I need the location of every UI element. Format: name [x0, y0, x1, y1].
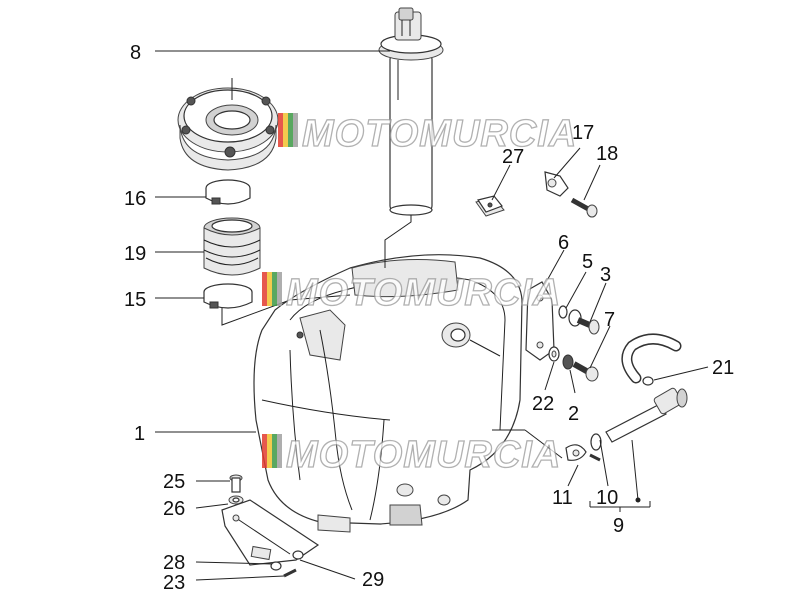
callout-26: 26 [163, 498, 185, 520]
washer-28 [270, 561, 282, 571]
callout-16: 16 [124, 188, 146, 210]
clamp-16 [205, 179, 251, 205]
hose-21 [621, 333, 682, 386]
callout-6: 6 [558, 232, 569, 254]
watermark-bottom: MOTOMURCIA [262, 433, 561, 477]
clip-11 [565, 444, 601, 462]
screw-23 [283, 568, 297, 578]
washer-2 [562, 354, 574, 370]
callout-11: 11 [552, 487, 573, 509]
leader-neck-to-tank [221, 294, 351, 326]
leader-lines [155, 50, 709, 581]
callout-labels: 8 16 19 15 1 27 17 18 6 5 3 7 22 2 21 11… [124, 42, 734, 594]
callout-28: 28 [163, 552, 185, 574]
callout-7: 7 [604, 309, 615, 331]
callout-23: 23 [163, 572, 185, 594]
callout-8: 8 [130, 42, 141, 64]
callout-3: 3 [600, 264, 611, 286]
watermark-text: MOTOMURCIA [302, 113, 577, 155]
callout-1: 1 [134, 423, 145, 445]
drain-pipe-9 [605, 387, 688, 443]
callout-18: 18 [596, 143, 618, 165]
nut-29 [292, 550, 304, 560]
callout-29: 29 [362, 569, 384, 591]
screw-25 [229, 474, 243, 493]
fuel-tank [253, 254, 523, 533]
callout-22: 22 [532, 393, 554, 415]
rubber-sleeve-19 [203, 217, 261, 276]
watermark-text: MOTOMURCIA [286, 272, 561, 314]
watermark-top: MOTOMURCIA [278, 112, 577, 156]
callout-17: 17 [572, 122, 594, 144]
callout-19: 19 [124, 243, 146, 265]
leader-tube-to-tank [384, 215, 412, 268]
callout-9: 9 [613, 515, 624, 537]
watermark-text: MOTOMURCIA [286, 434, 561, 476]
callout-2: 2 [568, 403, 579, 425]
callout-5: 5 [582, 251, 593, 273]
filler-neck-assembly [177, 78, 279, 171]
washer-26 [228, 495, 244, 505]
callout-27: 27 [502, 146, 524, 168]
lower-bracket-plate [221, 499, 320, 566]
callout-10: 10 [596, 487, 618, 509]
bolt-3 [576, 317, 600, 335]
o-ring-10 [590, 433, 602, 451]
fuel-level-sender [378, 7, 444, 216]
callout-25: 25 [163, 471, 185, 493]
screw-18 [570, 197, 598, 218]
bolt-7 [572, 361, 599, 382]
clip-nut-27 [475, 195, 505, 217]
leader-boss-to-bracket [469, 339, 501, 357]
clip-17 [544, 171, 569, 197]
washer-22 [548, 346, 560, 362]
clamp-15 [203, 283, 253, 309]
callout-21: 21 [712, 357, 734, 379]
callout-15: 15 [124, 289, 146, 311]
watermark-middle: MOTOMURCIA [262, 271, 561, 315]
leader-clip-to-tank [524, 429, 563, 459]
